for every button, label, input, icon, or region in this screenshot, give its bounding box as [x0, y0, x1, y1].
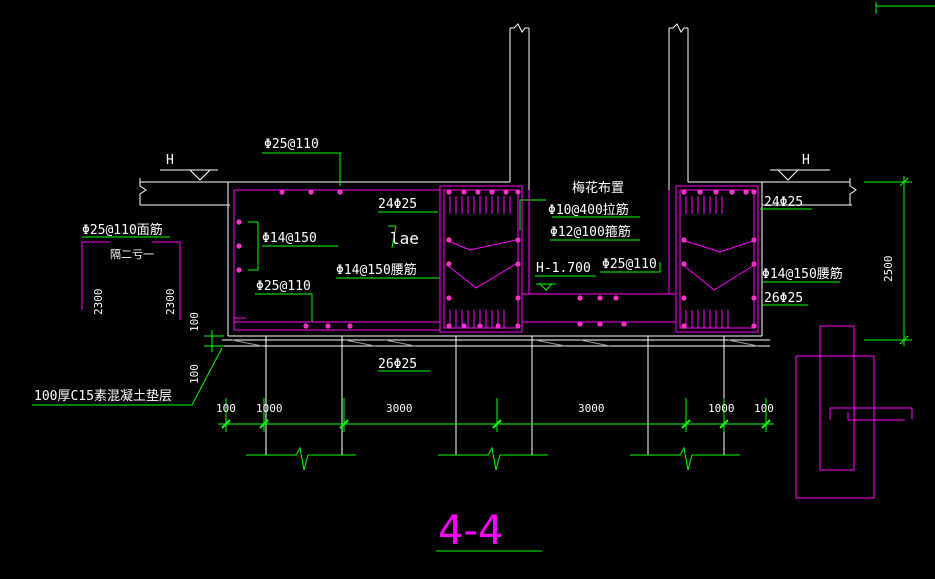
dim-100-upper: 100 [188, 312, 201, 332]
dim-1000-right: 1000 [708, 402, 735, 415]
dim-2300-left: 2300 [92, 289, 105, 316]
stirrup-left-label: Φ14@150 [262, 231, 317, 246]
waist-rebar-left-label: Φ14@150腰筋 [336, 262, 417, 278]
dim-100-start: 100 [216, 402, 236, 415]
dim-2300-right: 2300 [164, 289, 177, 316]
dim-3000-left: 3000 [386, 402, 413, 415]
left-main-rebar-label: 24Φ25 [378, 197, 417, 212]
rebar-dots [236, 189, 757, 329]
bottom-26-rebar-label: 26Φ25 [378, 357, 417, 372]
bottom-rebar-left-label: Φ25@110 [256, 279, 311, 294]
mid-elevation-label: H-1.700 [536, 261, 591, 276]
dim-3000-right: 3000 [578, 402, 605, 415]
plum-layout-label: 梅花布置 [572, 180, 624, 196]
top-rebar-label: Φ25@110 [264, 137, 319, 152]
hoop-bar-label: Φ12@100箍筋 [550, 224, 631, 240]
elevation-label-left: H [166, 153, 174, 168]
rebar-lines [81, 185, 913, 499]
elevation-label-right: H [802, 153, 810, 168]
tie-bar-label: Φ10@400拉筋 [548, 202, 629, 218]
separation-note: 隔二亏一 [110, 248, 154, 261]
structure-outline [139, 23, 857, 455]
cushion-layer-label: 100厚C15素混凝土垫层 [34, 388, 172, 404]
lae-label: lae [390, 229, 419, 248]
mid-rebar-label: Φ25@110 [602, 257, 657, 272]
face-rebar-label: Φ25@110面筋 [82, 222, 163, 238]
dim-2500: 2500 [882, 256, 895, 283]
annotation-lines [32, 2, 935, 552]
waist-rebar-right-label: Φ14@150腰筋 [762, 266, 843, 282]
dim-100-end: 100 [754, 402, 774, 415]
cushion-hatch [231, 339, 759, 347]
dim-1000-left: 1000 [256, 402, 283, 415]
right-26-rebar-label: 26Φ25 [764, 291, 803, 306]
right-main-rebar-label: 24Φ25 [764, 195, 803, 210]
section-title: 4-4 [438, 508, 503, 554]
label-layer: H H Φ25@110 Φ25@110面筋 隔二亏一 2300 2300 24Φ… [34, 137, 895, 415]
dim-100-lower: 100 [188, 364, 201, 384]
